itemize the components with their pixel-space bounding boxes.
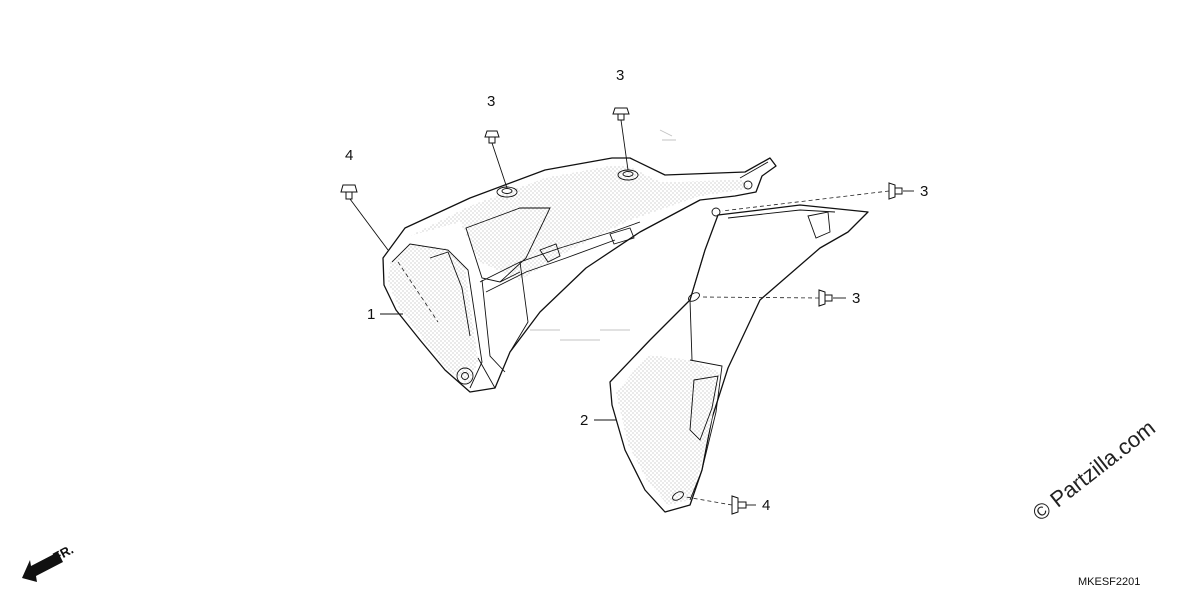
screw-right-a[interactable] [888, 182, 903, 200]
bolt-bottom[interactable] [731, 495, 747, 515]
diagram-code: MKESF2201 [1078, 576, 1140, 588]
callout-3-right-b: 3 [852, 290, 860, 307]
shroud-right-part[interactable] [609, 204, 869, 513]
bolt-left[interactable] [340, 184, 358, 200]
callout-2: 2 [580, 412, 588, 429]
callout-3-top-a: 3 [487, 93, 495, 110]
shroud-left-part[interactable] [382, 157, 777, 393]
screw-top-b[interactable] [612, 107, 630, 121]
watermark: © Partzilla.com [1028, 415, 1160, 526]
callout-4-bottom: 4 [762, 497, 770, 514]
screw-right-b[interactable] [818, 289, 833, 307]
screw-top-a[interactable] [484, 130, 500, 144]
callout-3-top-b: 3 [616, 67, 624, 84]
front-direction-arrow: FR. [22, 542, 76, 582]
callout-1: 1 [367, 306, 375, 323]
callout-4-left: 4 [345, 147, 353, 164]
callout-3-right-a: 3 [920, 183, 928, 200]
ghost-outline [530, 129, 676, 341]
